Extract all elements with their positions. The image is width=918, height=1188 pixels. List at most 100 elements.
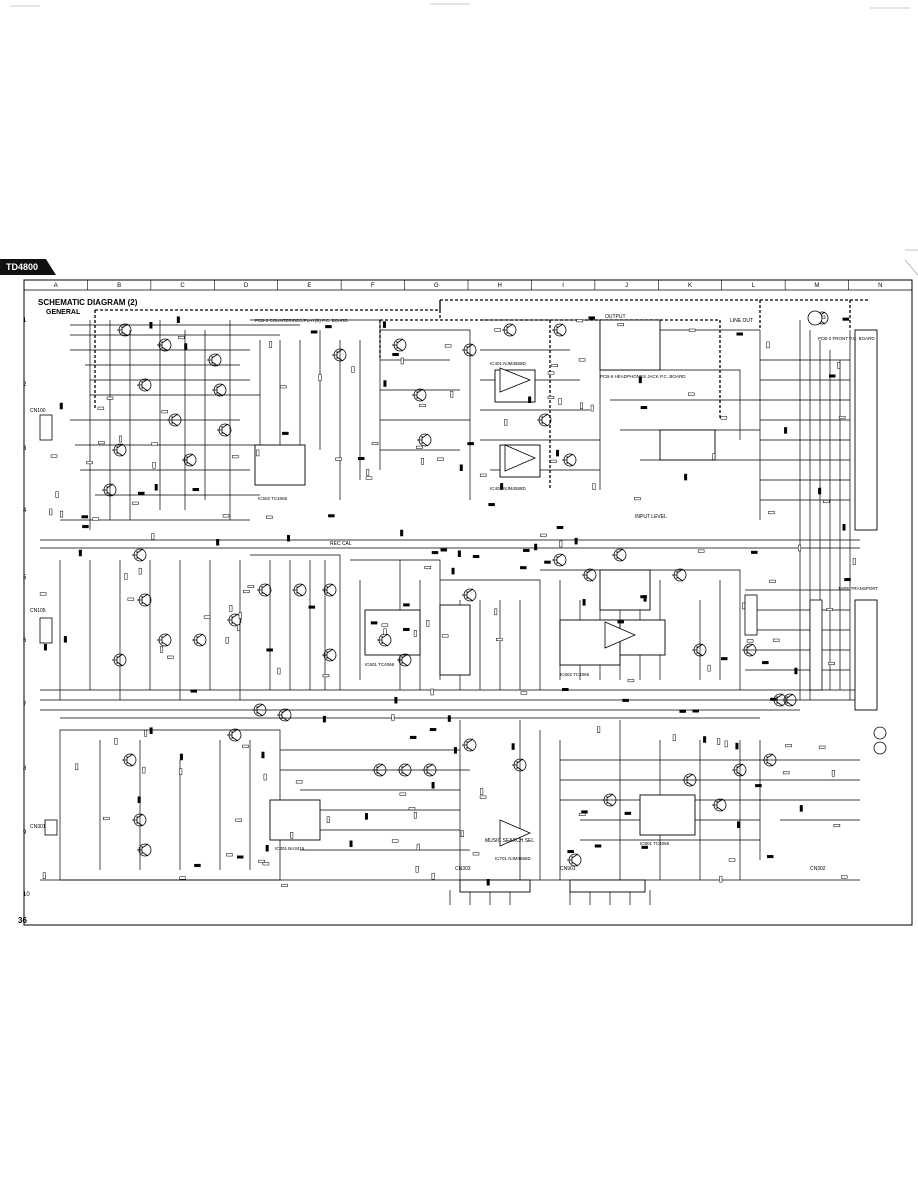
passive-component [103, 816, 110, 820]
passive-component [692, 709, 699, 713]
transistor-leads [217, 423, 229, 437]
schematic-label: CN303 [455, 866, 471, 872]
passive-component [703, 736, 707, 743]
grid-row-label: 4 [23, 508, 27, 514]
passive-component [269, 341, 273, 348]
passive-component [679, 709, 686, 713]
passive-component [242, 744, 249, 748]
passive-component [580, 402, 584, 410]
passive-component [328, 514, 335, 518]
passive-component [622, 698, 629, 702]
passive-component [431, 551, 439, 555]
passive-component [124, 573, 128, 580]
transistor-leads [412, 388, 424, 402]
transistor-leads [252, 703, 264, 717]
passive-component [310, 330, 318, 334]
passive-component [720, 416, 728, 420]
passive-component [594, 844, 602, 848]
grid-column-label: K [687, 283, 692, 289]
passive-component [785, 744, 792, 748]
passive-component [799, 805, 803, 812]
passive-component [721, 657, 728, 661]
passive-component [728, 858, 736, 862]
passive-component [480, 788, 484, 795]
passive-component [60, 510, 64, 518]
passive-component [441, 634, 449, 638]
passive-component [852, 558, 856, 565]
passive-component [415, 865, 419, 873]
passive-component [160, 646, 164, 653]
passive-component [558, 398, 562, 405]
passive-component [349, 840, 353, 848]
transistor-leads [692, 643, 704, 657]
passive-component [370, 621, 378, 625]
transistor-leads [322, 583, 334, 597]
passive-component [582, 599, 586, 606]
passive-component [576, 319, 583, 323]
grid-column-label: H [497, 283, 502, 289]
transistor-leads [137, 843, 149, 857]
grid-row-label: 6 [23, 638, 27, 644]
passive-component [279, 385, 287, 389]
schematic-label: CN105 [30, 608, 46, 614]
passive-component [453, 747, 457, 754]
transistor-leads [122, 753, 134, 767]
passive-component [494, 608, 498, 616]
passive-component [520, 566, 527, 570]
transistor-leads [137, 593, 149, 607]
passive-component [684, 473, 688, 481]
transistor-leads [137, 378, 149, 392]
grid-column-label: G [433, 283, 439, 289]
schematic-label: PCB-3 COUNTER/REC/PLAY(B) P.C. BOARD [255, 318, 348, 323]
passive-component [238, 612, 242, 619]
passive-component [266, 648, 273, 652]
passive-component [151, 442, 158, 446]
passive-component [431, 782, 435, 789]
passive-component [479, 795, 487, 799]
passive-component [719, 875, 723, 883]
passive-component [308, 605, 316, 609]
transistor-leads [537, 413, 549, 427]
passive-component [672, 734, 676, 742]
passive-component [286, 534, 290, 542]
passive-component [562, 688, 569, 692]
passive-component [127, 597, 135, 601]
opamp-symbols [499, 367, 637, 847]
schematic-label: IC601 TC4066 [365, 662, 395, 667]
passive-component [717, 738, 721, 745]
passive-component [114, 738, 118, 745]
passive-component [138, 567, 142, 575]
passive-component [391, 839, 399, 843]
passive-component [149, 727, 153, 734]
transistor-leads [132, 548, 144, 562]
passive-component [444, 344, 452, 348]
passive-component [688, 328, 696, 332]
passive-component [697, 549, 705, 553]
transistor-leads [257, 583, 269, 597]
schematic-label: IC301 BA3416 [275, 846, 305, 851]
passive-component [581, 810, 588, 814]
passive-component [762, 661, 769, 665]
passive-component [424, 566, 432, 570]
grid-column-label: C [180, 283, 185, 289]
grid-column-label: L [751, 283, 756, 289]
passive-component [408, 807, 416, 811]
passive-component [459, 464, 463, 471]
transistor-leads [102, 483, 114, 497]
passive-component [194, 863, 201, 867]
passive-component [232, 455, 239, 459]
grid-row-label: 5 [23, 575, 27, 581]
grid-column-label: D [243, 283, 249, 289]
passive-component [326, 816, 330, 824]
passive-component [392, 353, 399, 357]
passive-component [55, 491, 59, 498]
grid-column-label: J [625, 283, 629, 289]
passive-component [742, 602, 746, 610]
passive-component [486, 879, 490, 886]
transistor-leads [112, 443, 124, 457]
transistor-leads [462, 343, 474, 357]
passive-component [437, 457, 444, 461]
transistor-leads [512, 758, 524, 772]
